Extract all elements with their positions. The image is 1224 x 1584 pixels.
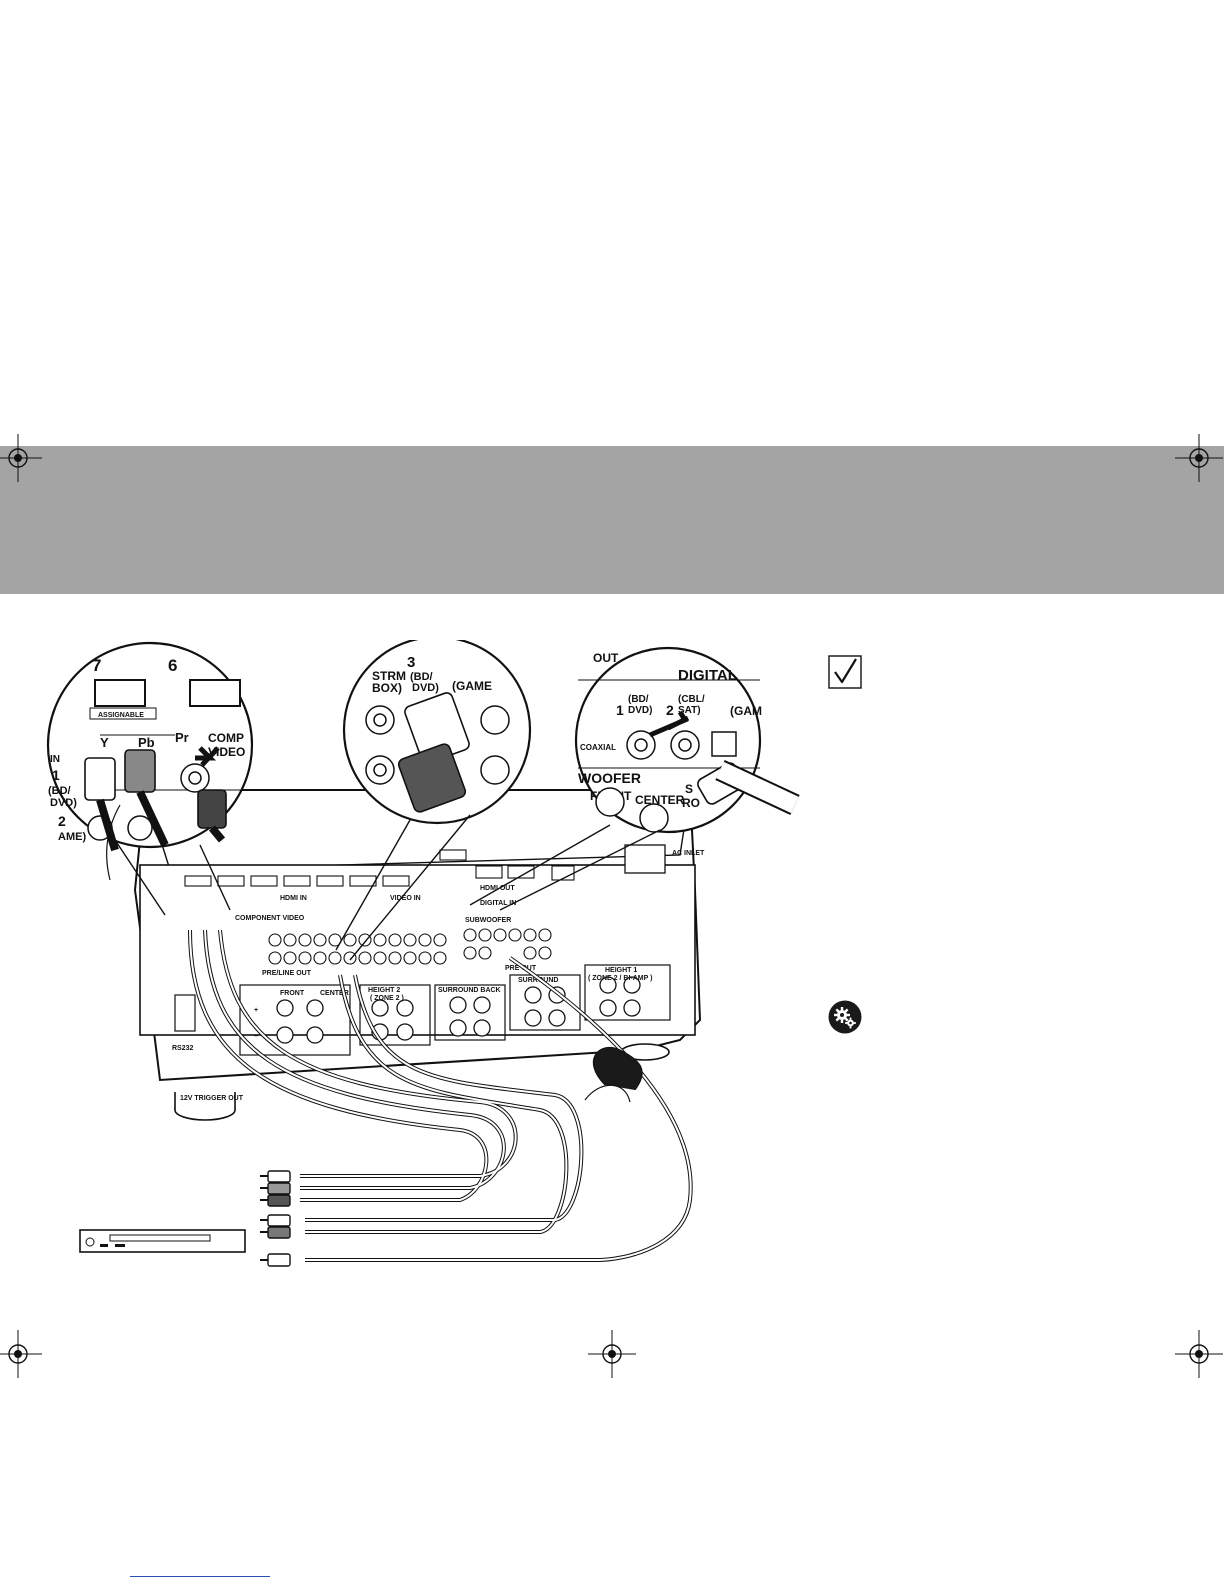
game-label: (GAM [730,704,762,718]
center-speaker-label: CENTER [320,990,349,997]
box-label: BOX) [372,681,402,695]
input-3-label: 3 [407,654,415,671]
bd-label: (BD/ [628,694,649,705]
crosshair-registration-icon [1175,434,1223,482]
rs232-label: RS232 [172,1045,194,1052]
height-2-label: HEIGHT 2 [368,987,400,994]
pr-label: Pr [175,730,189,745]
pre-out-label: PRE OUT [505,965,537,972]
callout-video-input-3: 3 STRM BOX) (BD/ DVD) (GAME [342,640,532,825]
input-2-label: 2 [58,813,66,829]
checkbox-icon [828,655,862,689]
game-label: (GAME [452,679,492,693]
trigger-out-label: 12V TRIGGER OUT [180,1095,244,1102]
component-label: COMP [208,731,244,745]
crosshair-registration-icon [0,434,42,482]
minus-label: – [254,1033,258,1040]
sur-label: S [685,782,693,796]
ro-label: RO [682,796,700,810]
zone-2-bi-amp-label: ( ZONE 2 / BI-AMP ) [588,975,652,982]
input-2-label: 2 [666,702,674,718]
cbl-label: (CBL/ [678,694,705,705]
av-receiver-rear: HDMI IN VIDEO IN HDMI OUT DIGITAL IN COM… [133,789,705,1121]
video-in-label: VIDEO IN [390,895,421,902]
out-label: OUT [593,651,619,665]
height-1-label: HEIGHT 1 [605,967,637,974]
ac-inlet-label: AC INLET [672,850,705,857]
coaxial-label: COAXIAL [580,743,616,752]
y-label: Y [100,735,109,750]
input-1-label: 1 [616,702,624,718]
input-1-label: 1 [52,767,60,783]
bd-label: (BD/ [410,671,433,683]
woofer-label: WOOFER [578,770,641,786]
assignable-label: ASSIGNABLE [98,712,144,719]
digital-in-label: DIGITAL IN [480,900,516,907]
crosshair-registration-icon [588,1330,636,1378]
game-label: AME) [58,831,86,843]
port-6-label: 6 [168,656,177,675]
footer-link[interactable] [130,1576,270,1577]
surround-back-label: SURROUND BACK [438,987,501,994]
gear-icon [828,1000,862,1034]
strm-label: STRM [372,669,406,683]
port-7-label: 7 [92,656,101,675]
pre-line-out-label: PRE/LINE OUT [262,970,312,977]
header-band [0,446,1224,594]
bd-dvd-player [79,1229,246,1253]
zone-2-label: ( ZONE 2 ) [370,995,404,1002]
component-video-label: COMPONENT VIDEO [235,915,305,922]
subwoofer-label: SUBWOOFER [465,917,511,924]
sat-label: SAT) [678,705,701,716]
crosshair-registration-icon [1175,1330,1223,1378]
plus-label: + [254,1007,258,1014]
dvd-label: DVD) [50,797,77,809]
in-label: IN [50,754,60,765]
hdmi-in-label: HDMI IN [280,895,307,902]
dvd-label: DVD) [412,682,439,694]
digital-label: DIGITAL [678,667,737,684]
center-label: CENTER [635,793,685,807]
dvd-label: DVD) [628,705,652,716]
pb-label: Pb [138,735,155,750]
front-speaker-label: FRONT [280,990,305,997]
connection-diagram: HDMI IN VIDEO IN HDMI OUT DIGITAL IN COM… [40,640,820,1300]
callout-component-video: 7 6 ASSIGNABLE IN Y Pb Pr COMP VIDEO 1 (… [46,641,254,881]
callout-digital-coaxial: OUT DIGITAL 1 (BD/ DVD) 2 (CBL/ SAT) (GA… [574,646,800,834]
crosshair-registration-icon [0,1330,42,1378]
bd-dvd-label: (BD/ [48,785,71,797]
